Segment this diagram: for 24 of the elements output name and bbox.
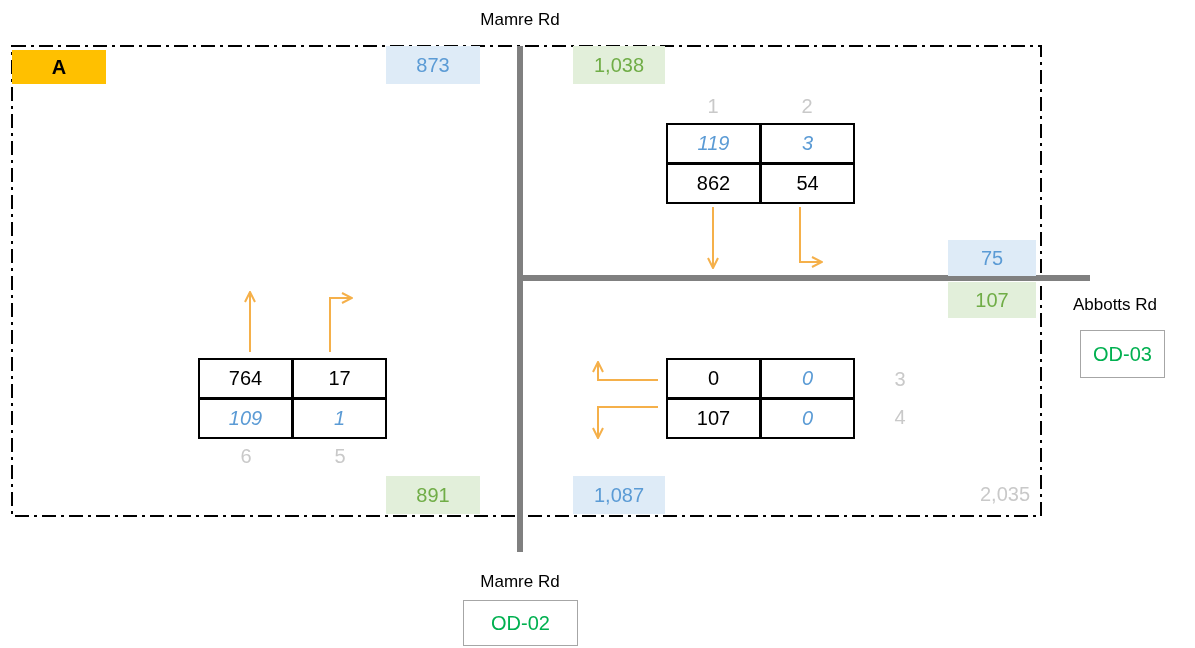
- road-name: Abbotts Rd: [1071, 294, 1159, 316]
- count-cell: 1: [292, 398, 387, 439]
- count-cell: 0: [760, 398, 855, 439]
- count-cell: 0: [760, 358, 855, 399]
- area-tag: A: [12, 50, 106, 84]
- count-cell: 3: [760, 123, 855, 164]
- count-box: 1,038: [573, 46, 665, 84]
- count-box: 75: [948, 240, 1036, 276]
- count-box: 1,087: [573, 476, 665, 514]
- count-cell: 764: [198, 358, 293, 399]
- count-cell: 54: [760, 163, 855, 204]
- count-cell: 862: [666, 163, 761, 204]
- od-box: OD-02: [463, 600, 578, 646]
- count-cell: 107: [666, 398, 761, 439]
- count-cell: 17: [292, 358, 387, 399]
- count-box: 107: [948, 282, 1036, 318]
- count-box: 873: [386, 46, 480, 84]
- count-cell: 109: [198, 398, 293, 439]
- count-box: 891: [386, 476, 480, 514]
- road-name: Mamre Rd: [479, 9, 561, 31]
- count-cell: 0: [666, 358, 761, 399]
- count-cell: 119: [666, 123, 761, 164]
- road-name: Mamre Rd: [479, 571, 561, 593]
- od-box: OD-03: [1080, 330, 1165, 378]
